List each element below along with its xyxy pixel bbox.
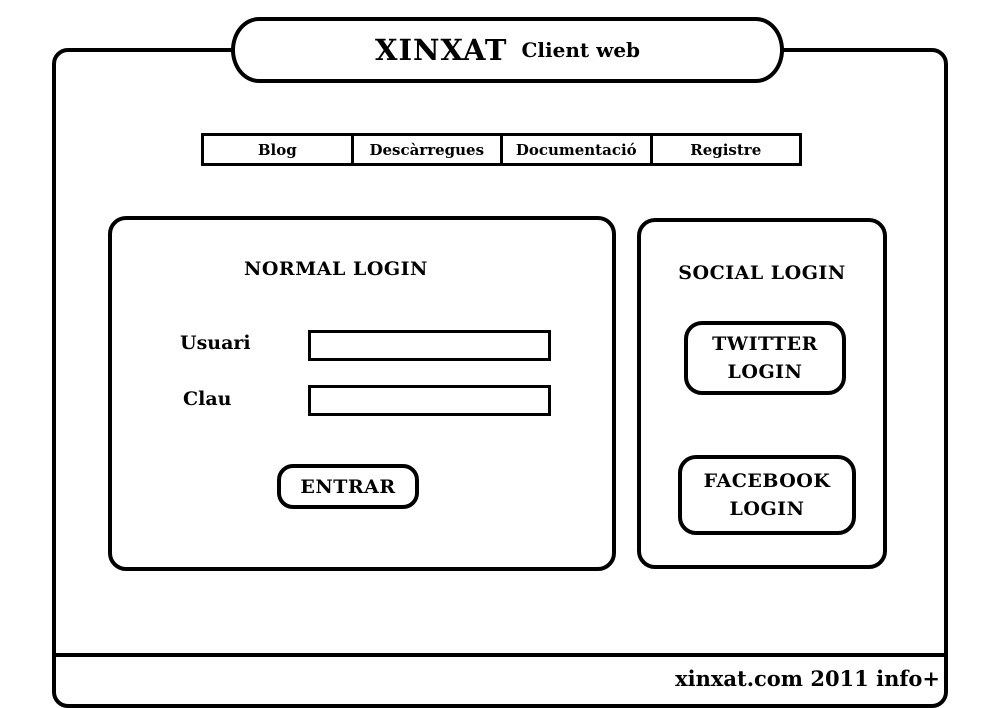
facebook-login-label-line2: LOGIN <box>729 498 805 520</box>
username-input[interactable] <box>308 330 551 361</box>
footer-info-link[interactable]: info+ <box>876 666 940 691</box>
footer: xinxat.com 2011 info+ <box>675 666 940 691</box>
login-submit-label: ENTRAR <box>300 475 396 498</box>
login-submit-button[interactable]: ENTRAR <box>277 464 419 509</box>
twitter-login-button[interactable]: TWITTER LOGIN <box>684 321 846 395</box>
nav-bar: Blog Descàrregues Documentació Registre <box>201 133 802 166</box>
app-header: XINXAT Client web <box>231 17 784 83</box>
username-label: Usuari <box>180 332 251 354</box>
password-input[interactable] <box>308 385 551 416</box>
normal-login-title: NORMAL LOGIN <box>244 258 428 280</box>
facebook-login-button[interactable]: FACEBOOK LOGIN <box>678 455 856 535</box>
footer-divider <box>52 653 948 657</box>
nav-item-documentacio[interactable]: Documentació <box>503 136 653 163</box>
facebook-login-label-line1: FACEBOOK <box>703 470 831 492</box>
social-login-title: SOCIAL LOGIN <box>678 262 846 284</box>
nav-item-blog[interactable]: Blog <box>204 136 354 163</box>
twitter-login-label-line1: TWITTER <box>712 333 818 355</box>
app-title: XINXAT <box>374 33 508 67</box>
twitter-login-label-line2: LOGIN <box>727 361 803 383</box>
password-label: Clau <box>183 388 232 410</box>
nav-item-descarregues[interactable]: Descàrregues <box>354 136 503 163</box>
app-subtitle: Client web <box>521 38 641 62</box>
normal-login-panel: NORMAL LOGIN Usuari Clau ENTRAR <box>108 216 616 571</box>
footer-site-link[interactable]: xinxat.com 2011 <box>675 666 869 691</box>
nav-item-registre[interactable]: Registre <box>690 140 762 159</box>
social-login-panel: SOCIAL LOGIN TWITTER LOGIN FACEBOOK LOGI… <box>637 218 887 569</box>
